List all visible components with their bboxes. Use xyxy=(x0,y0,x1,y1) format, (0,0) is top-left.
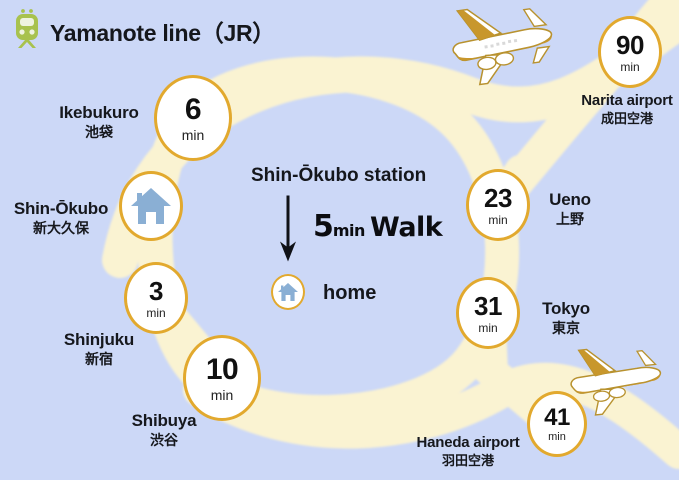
minutes-unit-haneda: min xyxy=(548,430,566,443)
station-label-ueno: Ueno 上野 xyxy=(549,190,591,228)
walk-word: Walk xyxy=(370,212,443,243)
station-marker-ueno[interactable]: 23 min xyxy=(466,169,530,241)
down-arrow-icon xyxy=(275,194,301,271)
airplane-icon-narita xyxy=(441,3,566,93)
station-marker-narita[interactable]: 90 min xyxy=(598,16,662,88)
minutes-value-shibuya: 10 xyxy=(205,352,239,386)
station-name-en-ikebukuro: Ikebukuro xyxy=(59,103,139,122)
station-name-en-shin-okubo: Shin-Ōkubo xyxy=(13,199,109,218)
station-label-haneda: Haneda airport 羽田空港 xyxy=(416,434,519,468)
station-label-narita: Narita airport 成田空港 xyxy=(581,92,673,126)
page-title: Yamanote line（JR） xyxy=(12,8,275,53)
minutes-value-ueno: 23 xyxy=(484,182,512,213)
station-label-shibuya: Shibuya 渋谷 xyxy=(132,411,197,449)
minutes-unit-tokyo: min xyxy=(478,320,498,335)
minutes-unit-shinjuku: min xyxy=(146,305,166,320)
station-label-ikebukuro: Ikebukuro 池袋 xyxy=(59,103,139,141)
train-icon xyxy=(12,8,42,53)
station-marker-ikebukuro[interactable]: 6 min xyxy=(154,75,232,161)
page-title-text: Yamanote line（JR） xyxy=(50,19,275,46)
station-name-jp-tokyo: 東京 xyxy=(552,320,580,337)
station-name-en-narita: Narita airport xyxy=(581,92,673,109)
minutes-value-narita: 90 xyxy=(616,29,644,60)
station-name-jp-narita: 成田空港 xyxy=(600,110,654,126)
station-name-en-tokyo: Tokyo xyxy=(542,299,590,318)
marker-circle-narita: 90 min xyxy=(598,16,662,88)
minutes-value-shinjuku: 3 xyxy=(149,275,163,306)
station-marker-shibuya[interactable]: 10 min xyxy=(183,335,261,421)
house-icon xyxy=(278,283,298,301)
marker-circle-tokyo: 31 min xyxy=(456,277,520,349)
station-name-jp-haneda: 羽田空港 xyxy=(441,452,494,468)
minutes-value-ikebukuro: 6 xyxy=(184,92,202,126)
minutes-unit-ueno: min xyxy=(488,212,508,227)
station-name-jp-ikebukuro: 池袋 xyxy=(84,124,113,141)
station-label-tokyo: Tokyo 東京 xyxy=(542,299,590,337)
airplane-icon-haneda xyxy=(562,345,672,422)
marker-circle-ueno: 23 min xyxy=(466,169,530,241)
station-label-shin-okubo: Shin-Ōkubo 新大久保 xyxy=(13,199,109,237)
marker-circle-shinjuku: 3 min xyxy=(124,262,188,334)
station-name-en-ueno: Ueno xyxy=(549,190,591,209)
station-name-jp-shinjuku: 新宿 xyxy=(85,351,113,368)
home-marker-circle xyxy=(271,274,305,310)
walk-minutes: 5 xyxy=(313,209,334,244)
station-name-jp-shin-okubo: 新大久保 xyxy=(32,220,89,237)
station-label-shinjuku: Shinjuku 新宿 xyxy=(64,330,134,368)
station-caption: Shin-Ōkubo station xyxy=(251,165,427,186)
station-name-jp-shibuya: 渋谷 xyxy=(149,432,178,449)
station-name-en-haneda: Haneda airport xyxy=(416,434,520,451)
walk-time-label: 5min Walk xyxy=(313,209,443,244)
minutes-value-haneda: 41 xyxy=(544,403,570,431)
marker-circle-shin-okubo xyxy=(119,171,183,241)
marker-circle-haneda: 41 min xyxy=(527,391,587,457)
minutes-unit-narita: min xyxy=(620,59,640,74)
station-name-jp-ueno: 上野 xyxy=(555,211,584,228)
marker-circle-ikebukuro: 6 min xyxy=(154,75,232,161)
station-marker-shin-okubo[interactable] xyxy=(119,171,183,241)
house-icon xyxy=(131,188,171,224)
minutes-value-tokyo: 31 xyxy=(474,290,502,321)
home-label: home xyxy=(323,282,377,304)
station-marker-shinjuku[interactable]: 3 min xyxy=(124,262,188,334)
marker-circle-shibuya: 10 min xyxy=(183,335,261,421)
minutes-unit-ikebukuro: min xyxy=(181,126,205,143)
station-name-en-shibuya: Shibuya xyxy=(131,411,197,430)
home-marker[interactable] xyxy=(271,274,305,310)
station-name-en-shinjuku: Shinjuku xyxy=(63,330,135,349)
station-marker-haneda[interactable]: 41 min xyxy=(527,391,587,457)
station-marker-tokyo[interactable]: 31 min xyxy=(456,277,520,349)
walk-unit: min xyxy=(332,221,366,240)
minutes-unit-shibuya: min xyxy=(210,386,234,403)
